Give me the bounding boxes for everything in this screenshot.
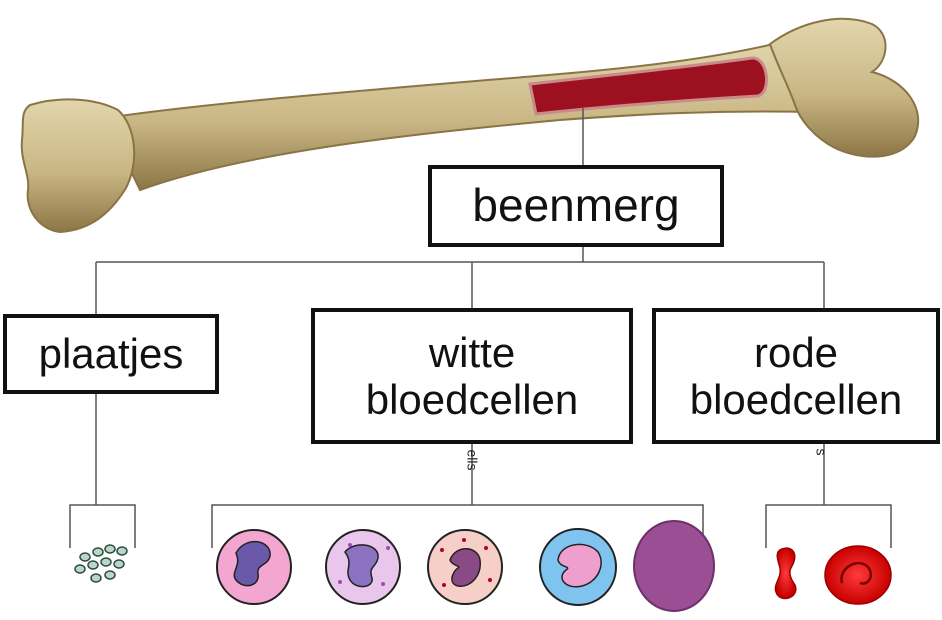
platelets-illustration <box>75 545 127 582</box>
monocyte-cell <box>540 529 616 605</box>
bone-marrow-label-box: beenmerg <box>428 165 724 247</box>
neutrophil-cell <box>217 530 291 604</box>
red-blood-cells-label-box: rode bloedcellen <box>652 308 940 444</box>
stray-text-witte: ells <box>465 449 481 470</box>
red-blood-cell-side-view <box>775 548 795 598</box>
white-blood-cells-illustration <box>217 521 714 611</box>
stray-text-rode: s <box>814 449 830 456</box>
lymphocyte-cell <box>634 521 714 611</box>
white-blood-cells-label-line-2: bloedcellen <box>366 376 579 423</box>
red-blood-cells-label-line-2: bloedcellen <box>690 376 903 423</box>
white-blood-cells-label-line-1: witte <box>429 329 515 376</box>
basophil-cell <box>428 530 502 604</box>
eosinophil-cell <box>326 530 400 604</box>
red-blood-cell-front-view <box>825 546 891 604</box>
white-blood-cells-label-box: witte bloedcellen <box>311 308 633 444</box>
red-blood-cells-label-line-1: rode <box>754 329 838 376</box>
femur-proximal-end <box>770 19 918 157</box>
platelets-label-box: plaatjes <box>3 314 219 394</box>
red-blood-cells-illustration <box>775 546 891 604</box>
platelets-label: plaatjes <box>39 330 184 377</box>
femur-distal-end <box>22 99 134 232</box>
bone-marrow-label: beenmerg <box>472 180 679 232</box>
